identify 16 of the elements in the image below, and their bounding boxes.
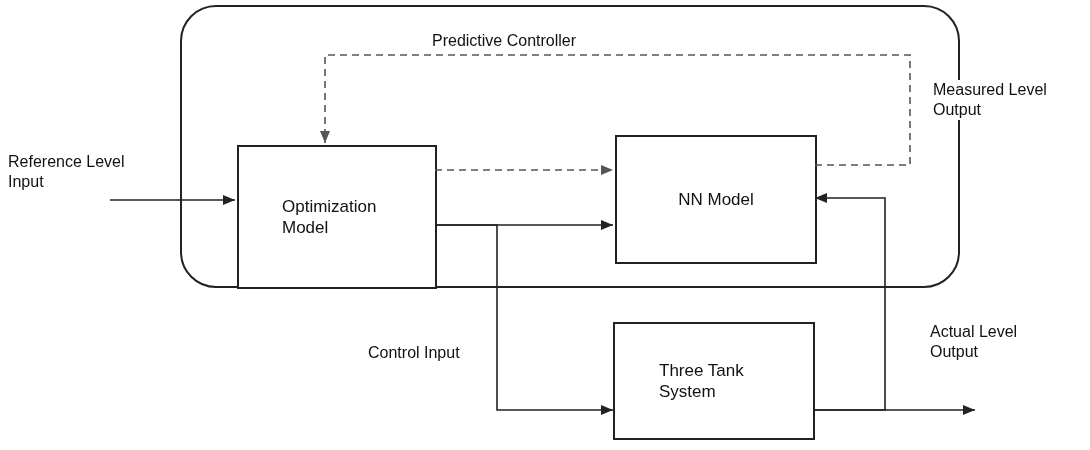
arrow xyxy=(434,165,614,175)
arrow xyxy=(814,405,976,415)
edge-label: Actual Level Output xyxy=(930,322,1019,362)
process-box xyxy=(613,322,815,440)
arrow xyxy=(814,193,886,411)
arrow xyxy=(434,224,614,415)
box-label: Three Tank System xyxy=(659,359,745,403)
process-box xyxy=(237,145,437,289)
arrow xyxy=(320,54,911,166)
arrow xyxy=(109,195,236,205)
edge-label: Reference Level Input xyxy=(8,152,126,192)
process-box xyxy=(615,135,817,264)
box-label: NN Model xyxy=(678,188,754,211)
edge-label: Control Input xyxy=(368,343,461,363)
group-title: Predictive Controller xyxy=(432,31,577,51)
box-label: Optimization Model xyxy=(282,195,378,239)
